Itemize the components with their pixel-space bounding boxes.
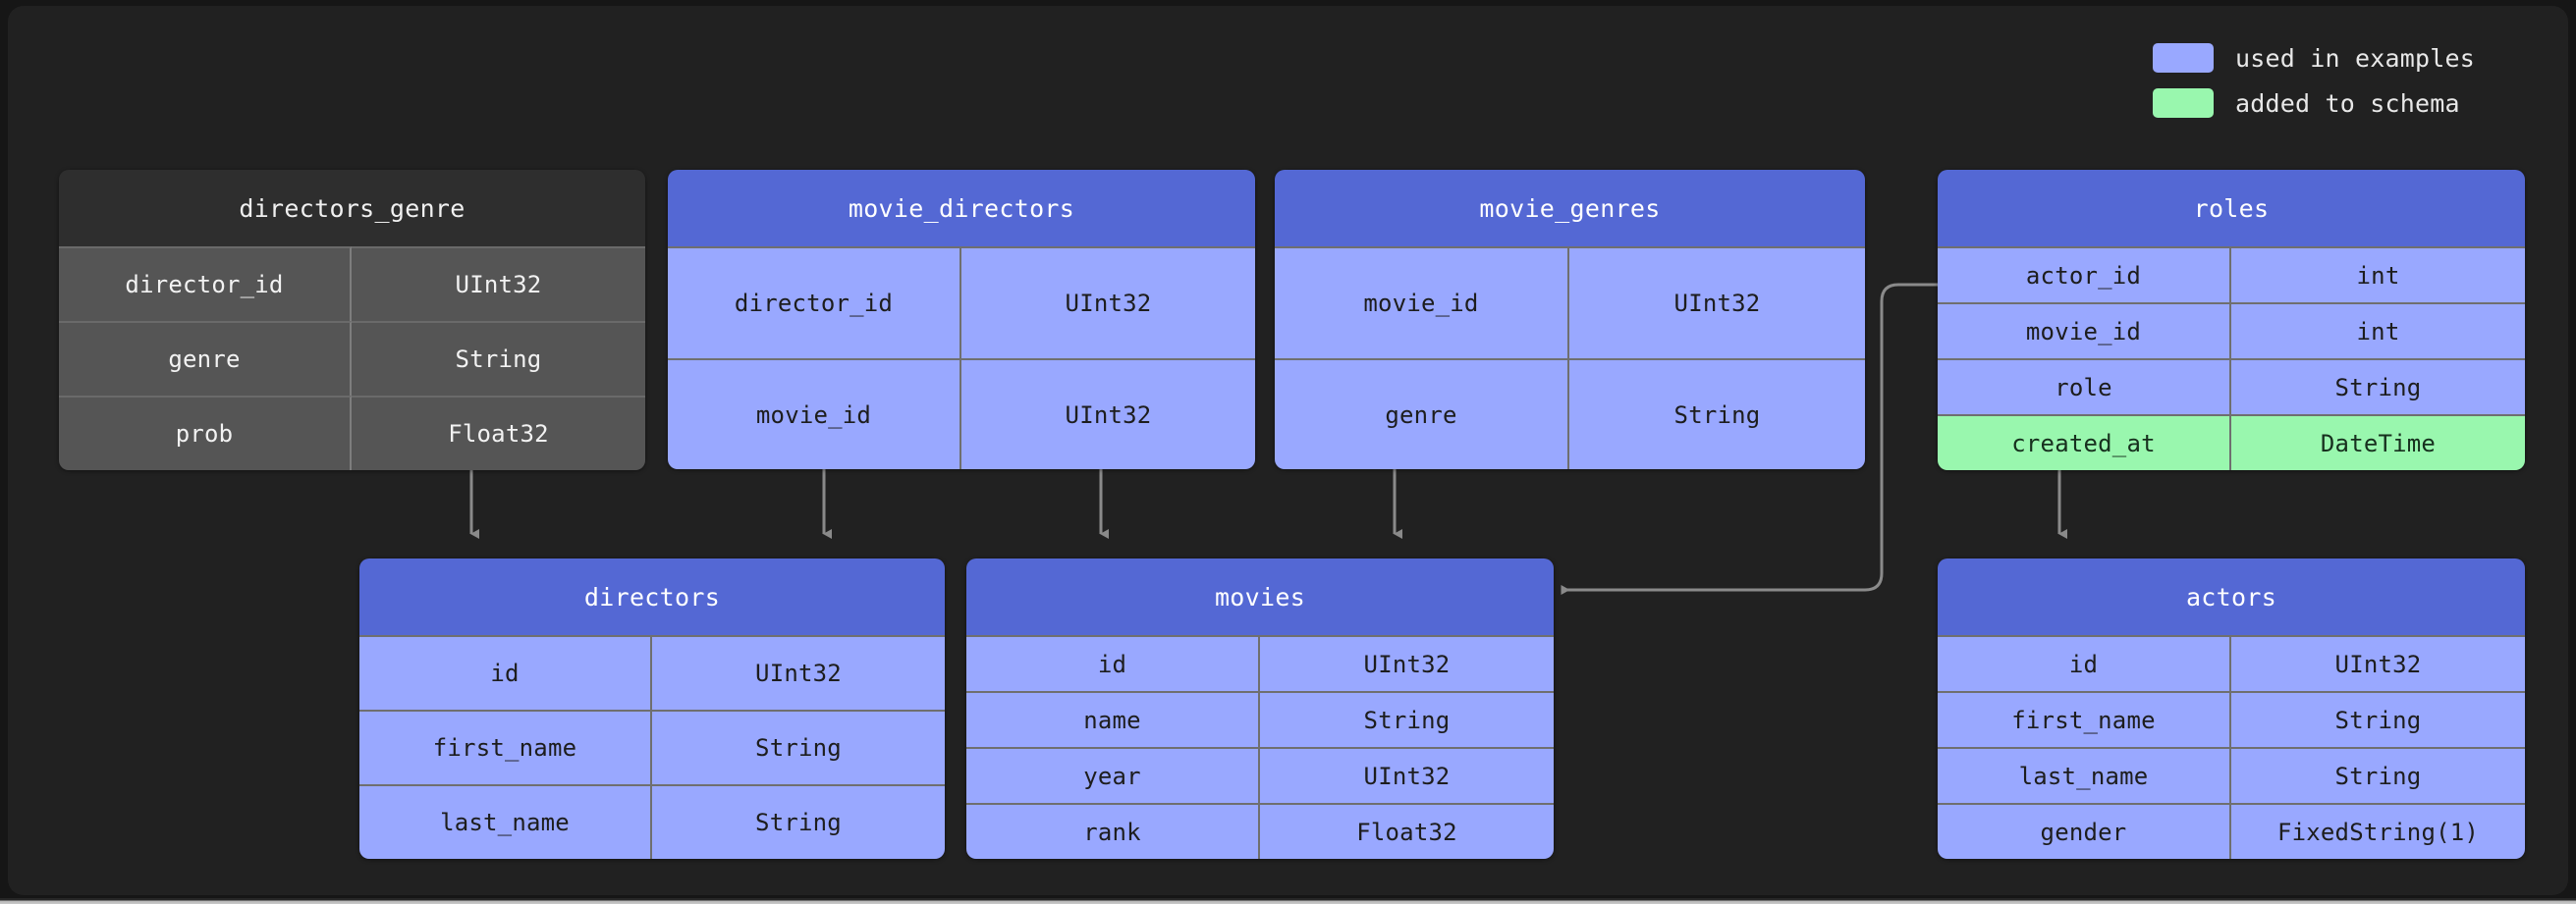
table-title-movie_genres: movie_genres <box>1275 170 1865 246</box>
table-row[interactable]: movie_id UInt32 <box>668 358 1255 469</box>
table-row[interactable]: id UInt32 <box>359 635 945 710</box>
column-name: last_name <box>1938 747 2231 803</box>
column-type: String <box>1569 358 1865 469</box>
column-type: String <box>2231 358 2525 414</box>
column-type: Float32 <box>1260 803 1554 859</box>
table-directors[interactable]: directors id UInt32 first_name String la… <box>359 558 945 859</box>
column-type: String <box>2231 747 2525 803</box>
table-row[interactable]: id UInt32 <box>966 635 1554 691</box>
column-name: genre <box>1275 358 1569 469</box>
table-row[interactable]: role String <box>1938 358 2525 414</box>
column-type: UInt32 <box>1260 747 1554 803</box>
column-type: UInt32 <box>1260 635 1554 691</box>
legend-label-added-to-schema: added to schema <box>2234 88 2460 118</box>
column-type: String <box>1260 691 1554 747</box>
table-row[interactable]: rank Float32 <box>966 803 1554 859</box>
column-name: id <box>359 635 652 710</box>
column-name: director_id <box>668 246 961 358</box>
column-type: String <box>652 784 945 859</box>
table-movies[interactable]: movies id UInt32 name String year UInt32… <box>966 558 1554 859</box>
legend: used in examples added to schema <box>2152 43 2475 118</box>
page-bottom-edge <box>0 898 2576 904</box>
column-name: prob <box>59 396 352 470</box>
column-name: movie_id <box>668 358 961 469</box>
column-name: last_name <box>359 784 652 859</box>
table-title-directors_genre: directors_genre <box>59 170 645 246</box>
column-type: UInt32 <box>2231 635 2525 691</box>
green-swatch-icon <box>2152 88 2214 118</box>
table-directors_genre[interactable]: directors_genre director_id UInt32 genre… <box>59 170 645 470</box>
column-name: director_id <box>59 246 352 321</box>
table-row[interactable]: director_id UInt32 <box>59 246 645 321</box>
column-name: movie_id <box>1275 246 1569 358</box>
table-row[interactable]: name String <box>966 691 1554 747</box>
table-actors[interactable]: actors id UInt32 first_name String last_… <box>1938 558 2525 859</box>
table-row[interactable]: gender FixedString(1) <box>1938 803 2525 859</box>
table-row[interactable]: last_name String <box>359 784 945 859</box>
column-name: name <box>966 691 1260 747</box>
column-name: first_name <box>1938 691 2231 747</box>
column-type: UInt32 <box>652 635 945 710</box>
column-type: UInt32 <box>961 358 1255 469</box>
table-title-movie_directors: movie_directors <box>668 170 1255 246</box>
table-title-movies: movies <box>966 558 1554 635</box>
legend-item-used-in-examples: used in examples <box>2152 43 2475 73</box>
table-movie_genres[interactable]: movie_genres movie_id UInt32 genre Strin… <box>1275 170 1865 469</box>
diagram-canvas: used in examples added to schema directo… <box>8 6 2568 895</box>
table-movie_directors[interactable]: movie_directors director_id UInt32 movie… <box>668 170 1255 469</box>
column-type: FixedString(1) <box>2231 803 2525 859</box>
legend-label-used-in-examples: used in examples <box>2234 43 2475 73</box>
column-type: DateTime <box>2231 414 2525 470</box>
table-row[interactable]: last_name String <box>1938 747 2525 803</box>
table-row[interactable]: year UInt32 <box>966 747 1554 803</box>
table-row[interactable]: genre String <box>59 321 645 396</box>
column-name: movie_id <box>1938 302 2231 358</box>
column-name: genre <box>59 321 352 396</box>
column-type: UInt32 <box>352 246 645 321</box>
table-row-added[interactable]: created_at DateTime <box>1938 414 2525 470</box>
column-name: id <box>966 635 1260 691</box>
table-roles[interactable]: roles actor_id int movie_id int role Str… <box>1938 170 2525 470</box>
column-name: rank <box>966 803 1260 859</box>
column-type: String <box>352 321 645 396</box>
table-row[interactable]: actor_id int <box>1938 246 2525 302</box>
table-row[interactable]: first_name String <box>359 710 945 784</box>
table-title-actors: actors <box>1938 558 2525 635</box>
table-row[interactable]: genre String <box>1275 358 1865 469</box>
table-row[interactable]: first_name String <box>1938 691 2525 747</box>
column-name: id <box>1938 635 2231 691</box>
legend-item-added-to-schema: added to schema <box>2152 88 2475 118</box>
table-row[interactable]: movie_id UInt32 <box>1275 246 1865 358</box>
column-type: int <box>2231 246 2525 302</box>
table-row[interactable]: id UInt32 <box>1938 635 2525 691</box>
column-type: Float32 <box>352 396 645 470</box>
column-name: created_at <box>1938 414 2231 470</box>
table-row[interactable]: director_id UInt32 <box>668 246 1255 358</box>
column-name: role <box>1938 358 2231 414</box>
blue-swatch-icon <box>2152 43 2214 73</box>
table-row[interactable]: prob Float32 <box>59 396 645 470</box>
table-title-roles: roles <box>1938 170 2525 246</box>
column-type: int <box>2231 302 2525 358</box>
column-type: UInt32 <box>1569 246 1865 358</box>
table-title-directors: directors <box>359 558 945 635</box>
column-type: String <box>652 710 945 784</box>
table-row[interactable]: movie_id int <box>1938 302 2525 358</box>
column-name: actor_id <box>1938 246 2231 302</box>
column-name: year <box>966 747 1260 803</box>
column-type: UInt32 <box>961 246 1255 358</box>
column-name: gender <box>1938 803 2231 859</box>
column-type: String <box>2231 691 2525 747</box>
column-name: first_name <box>359 710 652 784</box>
